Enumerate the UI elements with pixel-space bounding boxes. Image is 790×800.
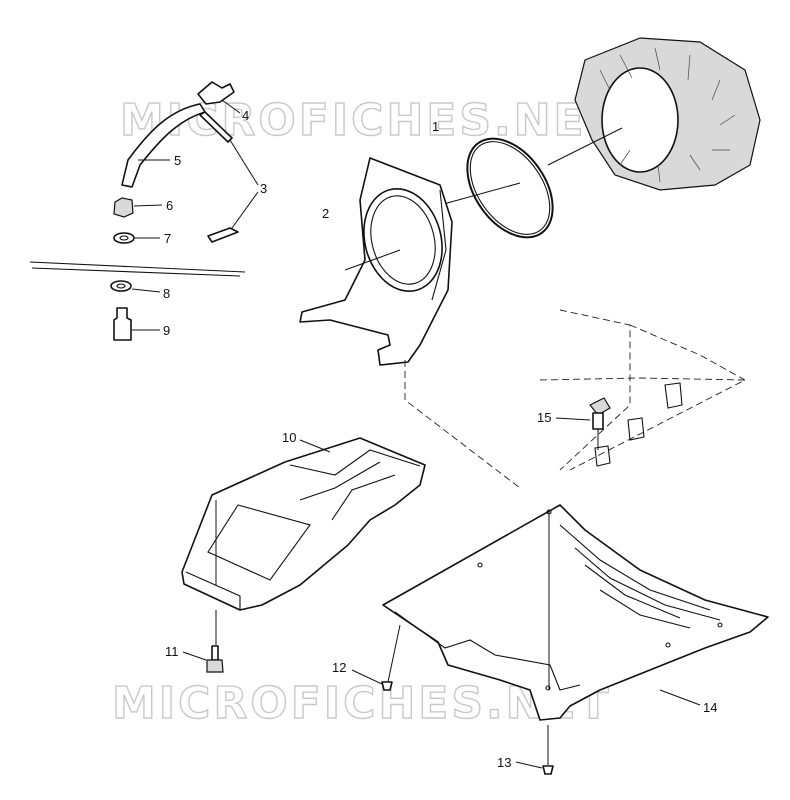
callout-9: 9 — [163, 323, 170, 338]
chassis-outline — [404, 309, 746, 489]
skid-plate-part-14 — [382, 504, 769, 721]
washer-part-7 — [113, 232, 135, 244]
o-ring-part-1 — [466, 137, 554, 239]
callout-8: 8 — [163, 286, 170, 301]
watermark-top: MICROFICHES.NET — [120, 95, 620, 146]
callout-11: 11 — [165, 644, 179, 659]
fitting-part-4 — [197, 81, 235, 105]
callout-10: 10 — [282, 430, 296, 445]
mounting-panel-edge — [29, 261, 246, 277]
callout-12: 12 — [332, 660, 346, 675]
screw-part-12 — [381, 681, 393, 691]
adapter-plate-part-2 — [299, 157, 453, 366]
fuel-hose-part-5 — [121, 103, 206, 188]
nut-part-6 — [113, 197, 134, 218]
callout-14: 14 — [703, 700, 717, 715]
callout-3: 3 — [260, 181, 267, 196]
sensor-part-15 — [589, 397, 611, 450]
skid-bracket-part-10 — [181, 437, 426, 611]
engine-housing — [574, 37, 761, 191]
callout-13: 13 — [497, 755, 511, 770]
bolt-part-11 — [206, 645, 224, 673]
callout-1: 1 — [432, 119, 439, 134]
callout-5: 5 — [174, 153, 181, 168]
callout-15: 15 — [537, 410, 551, 425]
screws-part-3 — [199, 111, 239, 243]
callout-6: 6 — [166, 198, 173, 213]
callout-7: 7 — [164, 231, 171, 246]
screw-part-13 — [542, 765, 554, 775]
callout-2: 2 — [322, 206, 329, 221]
washer-part-8 — [110, 280, 132, 292]
callout-4: 4 — [242, 108, 249, 123]
bolt-part-9 — [113, 307, 132, 341]
